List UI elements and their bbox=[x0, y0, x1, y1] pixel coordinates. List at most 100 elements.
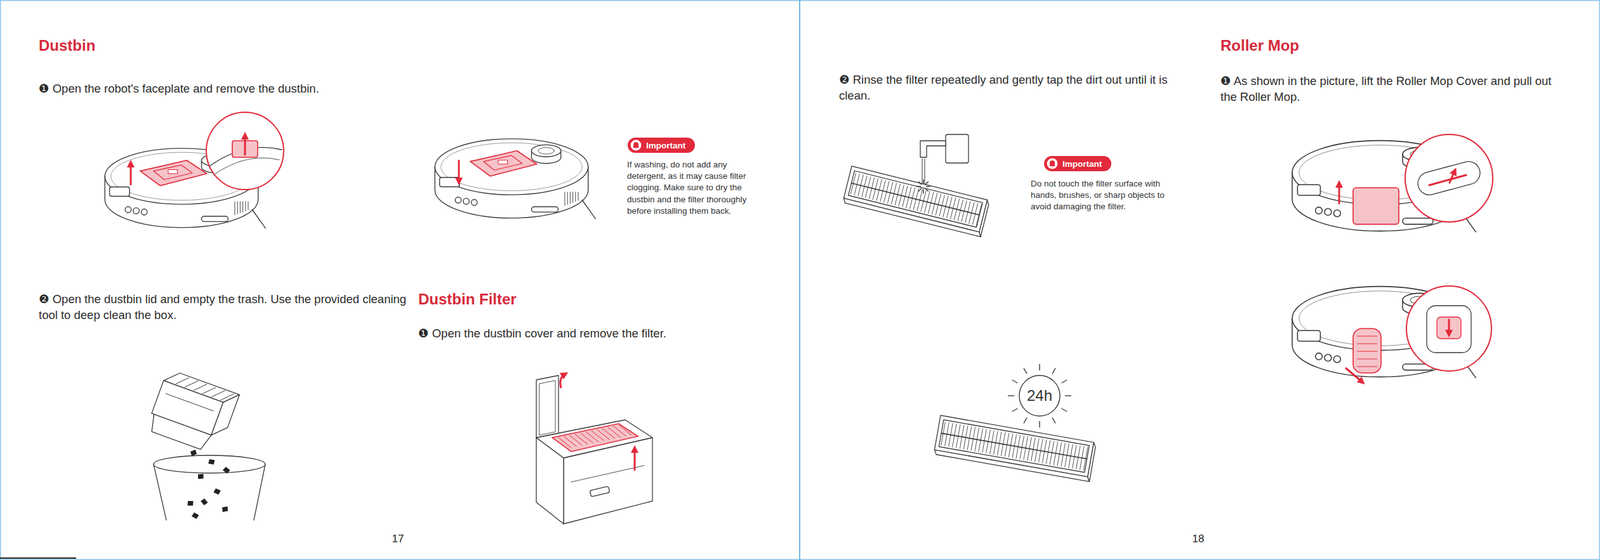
robot-drawing bbox=[237, 201, 239, 214]
dustbin-box-drawing bbox=[220, 390, 235, 405]
open-dustbin-drawing bbox=[571, 465, 645, 483]
robot-drawing bbox=[109, 187, 130, 197]
badge-text: Important bbox=[1062, 159, 1102, 169]
filter-drawing bbox=[842, 166, 991, 237]
debris bbox=[221, 505, 230, 514]
water-splash bbox=[916, 179, 931, 194]
robot-drawing bbox=[140, 209, 147, 216]
dustbin-box-drawing bbox=[184, 377, 199, 391]
bell-icon bbox=[629, 138, 643, 152]
roller-mop-highlight bbox=[1356, 359, 1378, 360]
robot-drawing bbox=[564, 192, 566, 206]
roller-mop-highlight bbox=[1353, 328, 1382, 374]
zoom-callout bbox=[1415, 159, 1483, 199]
robot-drawing bbox=[1333, 356, 1341, 364]
filter-highlight bbox=[552, 423, 638, 452]
robot-drawing bbox=[1324, 208, 1332, 216]
filter-highlight bbox=[575, 434, 588, 445]
section-heading: Dustbin bbox=[38, 36, 96, 56]
robot-drawing bbox=[572, 192, 574, 203]
water-splash bbox=[922, 179, 924, 185]
dustbin-box-drawing bbox=[147, 414, 211, 452]
robot-drawing bbox=[434, 138, 596, 219]
robot-drawing bbox=[581, 200, 596, 219]
filter-highlight bbox=[591, 430, 605, 442]
sun-icon bbox=[1052, 368, 1056, 375]
dustbin-highlight bbox=[140, 160, 207, 186]
robot-drawing bbox=[439, 177, 461, 188]
zoom-callout bbox=[1406, 286, 1492, 372]
red-arrow bbox=[130, 163, 133, 186]
robot-drawing bbox=[575, 192, 576, 202]
robot-drawing bbox=[125, 206, 131, 213]
zoom-callout bbox=[1405, 134, 1493, 223]
robot-drawing bbox=[1315, 207, 1323, 215]
sun-icon bbox=[1038, 364, 1040, 371]
robot-drawing bbox=[441, 142, 583, 192]
red-arrow bbox=[458, 159, 461, 182]
time-label: 24h bbox=[1026, 388, 1053, 404]
bell-icon bbox=[632, 142, 640, 150]
dustbin-highlight bbox=[153, 165, 193, 180]
dustbin-box-drawing bbox=[203, 384, 217, 398]
water-splash bbox=[916, 185, 921, 187]
step-text: ❷ Open the dustbin lid and empty the tra… bbox=[38, 291, 414, 324]
robot-drawing bbox=[234, 201, 236, 216]
water-splash bbox=[925, 188, 929, 192]
filter-highlight bbox=[558, 437, 572, 449]
dustbin-highlight bbox=[483, 155, 523, 171]
zoom-callout bbox=[206, 112, 284, 190]
water-splash bbox=[918, 181, 922, 185]
faucet-drawing bbox=[945, 134, 969, 164]
red-arrow bbox=[1338, 184, 1341, 205]
water-splash bbox=[925, 181, 929, 185]
water-stream bbox=[922, 158, 925, 185]
zoom-callout bbox=[206, 112, 284, 190]
bell-icon bbox=[1045, 157, 1059, 171]
dustbin-box-drawing bbox=[211, 390, 240, 440]
robot-drawing bbox=[251, 210, 266, 229]
filter-highlight bbox=[613, 426, 626, 437]
zoom-callout bbox=[1426, 305, 1472, 353]
footer-rule bbox=[0, 557, 77, 560]
note-text: Do not touch the filter surface with han… bbox=[1030, 178, 1172, 214]
sun-icon bbox=[1007, 395, 1015, 397]
robot-drawing bbox=[1297, 330, 1321, 342]
page-number: 18 bbox=[1192, 533, 1205, 546]
zoom-callout bbox=[1406, 286, 1492, 372]
dustbin-box-drawing bbox=[193, 380, 207, 395]
filter-drawing bbox=[938, 420, 1090, 473]
dustbin-highlight bbox=[168, 170, 178, 174]
step-text: ❶ As shown in the picture, lift the Roll… bbox=[1220, 73, 1570, 106]
debris bbox=[222, 466, 232, 476]
faucet-drawing bbox=[920, 134, 969, 164]
robot-drawing bbox=[239, 201, 241, 214]
robot-drawing bbox=[538, 147, 555, 155]
sun-icon bbox=[1052, 418, 1056, 424]
filter-drawing bbox=[933, 415, 1097, 482]
dustbin-box-drawing bbox=[165, 394, 214, 412]
robot-drawing bbox=[1324, 354, 1332, 362]
zoom-callout bbox=[1405, 134, 1493, 223]
debris bbox=[190, 449, 197, 457]
robot-drawing bbox=[567, 192, 569, 205]
bell-icon bbox=[1046, 158, 1058, 170]
robot-drawing bbox=[470, 199, 477, 206]
robot-drawing bbox=[531, 144, 562, 157]
water-splash bbox=[925, 185, 931, 187]
step-text: ❶ Open the robot's faceplate and remove … bbox=[38, 81, 433, 98]
zoom-callout bbox=[1436, 317, 1462, 339]
sun-icon bbox=[1061, 380, 1068, 384]
sun-icon bbox=[1064, 395, 1072, 397]
dustbin-box-drawing bbox=[175, 374, 190, 388]
debris bbox=[207, 457, 217, 467]
robot-drawing bbox=[1297, 184, 1321, 196]
debris bbox=[186, 499, 195, 508]
zoom-callout bbox=[213, 158, 280, 176]
dustbin-highlight bbox=[140, 160, 207, 186]
page-divider bbox=[799, 0, 801, 560]
bell-icon bbox=[1049, 160, 1056, 169]
robot-drawing bbox=[531, 206, 559, 212]
step-text: ❷ Rinse the filter repeatedly and gently… bbox=[839, 72, 1189, 105]
